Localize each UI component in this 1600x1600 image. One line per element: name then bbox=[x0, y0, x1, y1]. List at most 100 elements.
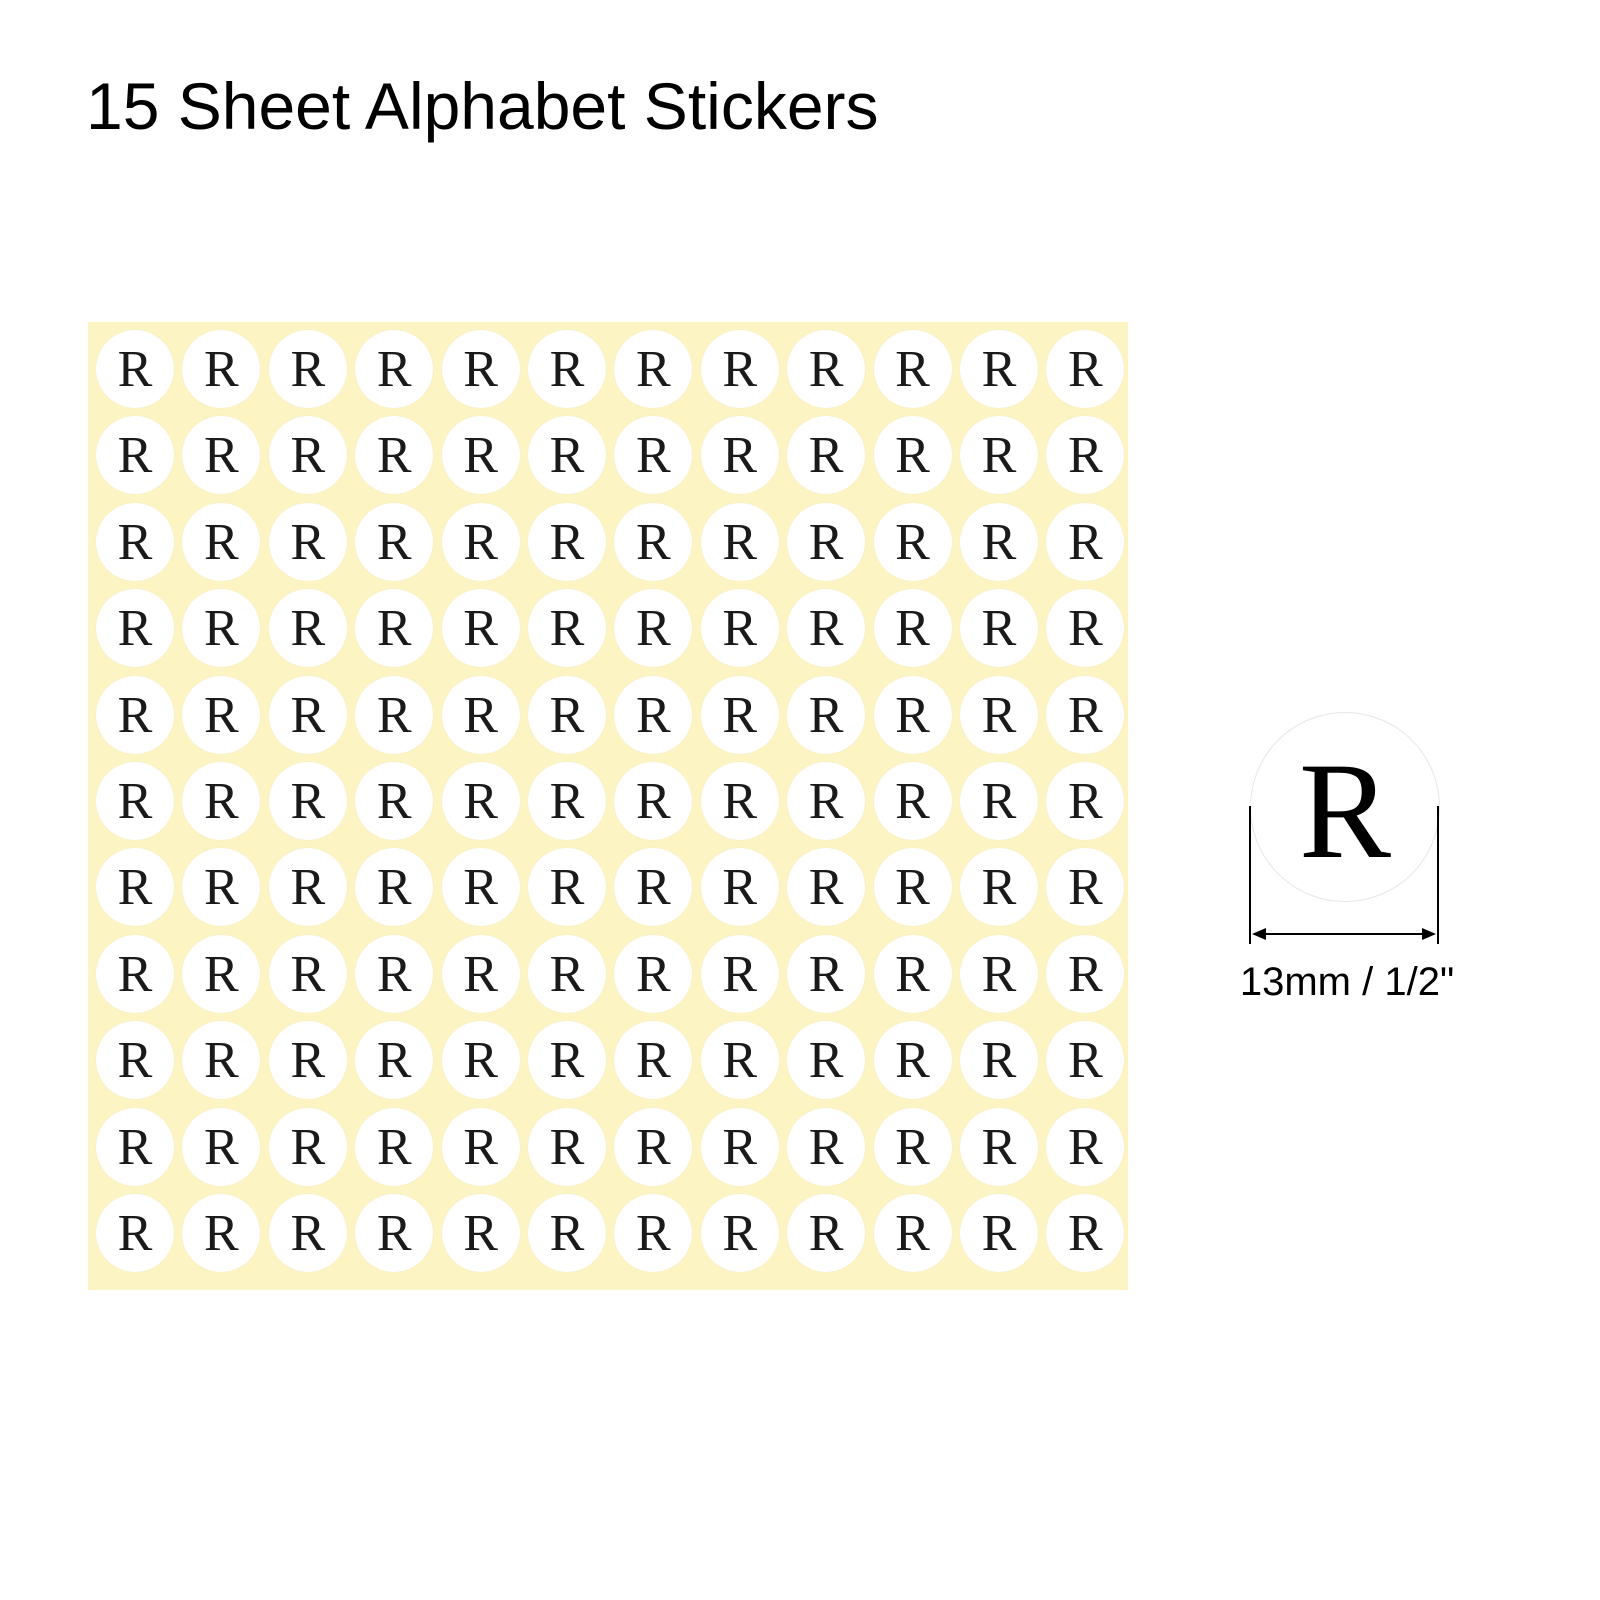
sticker-letter: R bbox=[722, 427, 758, 485]
sticker: R bbox=[268, 330, 347, 408]
sticker-letter: R bbox=[636, 945, 671, 1003]
sticker: R bbox=[441, 330, 520, 408]
sticker: R bbox=[355, 502, 434, 581]
sticker-letter: R bbox=[376, 686, 412, 744]
sticker-letter: R bbox=[981, 513, 1017, 571]
sticker: R bbox=[268, 1107, 347, 1186]
sticker-letter: R bbox=[636, 1118, 671, 1176]
sticker-letter: R bbox=[895, 859, 930, 917]
sticker: R bbox=[182, 589, 261, 668]
sticker: R bbox=[700, 848, 779, 927]
sticker-letter: R bbox=[981, 341, 1017, 398]
sticker: R bbox=[441, 934, 520, 1013]
sticker-letter: R bbox=[722, 859, 758, 917]
sticker-letter: R bbox=[636, 772, 671, 830]
sticker-letter: R bbox=[636, 1204, 671, 1262]
sticker-letter: R bbox=[1067, 859, 1103, 917]
sticker-letter: R bbox=[636, 513, 671, 571]
sticker-letter: R bbox=[636, 341, 671, 398]
sticker-letter: R bbox=[981, 945, 1017, 1003]
sticker-letter: R bbox=[204, 600, 239, 658]
sticker-letter: R bbox=[722, 772, 758, 830]
sticker: R bbox=[527, 589, 606, 668]
sticker-letter: R bbox=[981, 1204, 1017, 1262]
sticker: R bbox=[787, 934, 866, 1013]
sticker: R bbox=[787, 761, 866, 840]
sticker-letter: R bbox=[117, 341, 153, 398]
sticker-letter: R bbox=[808, 513, 844, 571]
sticker: R bbox=[787, 502, 866, 581]
sticker: R bbox=[268, 848, 347, 927]
sticker-letter: R bbox=[981, 686, 1017, 744]
sticker-letter: R bbox=[636, 686, 671, 744]
sticker: R bbox=[268, 761, 347, 840]
sticker-letter: R bbox=[117, 859, 153, 917]
sticker: R bbox=[96, 1021, 174, 1100]
sticker-letter: R bbox=[808, 1204, 844, 1262]
sticker: R bbox=[96, 848, 174, 927]
sticker: R bbox=[268, 502, 347, 581]
sticker-letter: R bbox=[895, 945, 930, 1003]
sticker-letter: R bbox=[290, 1032, 326, 1090]
sticker: R bbox=[355, 934, 434, 1013]
sticker-letter: R bbox=[981, 859, 1017, 917]
sticker: R bbox=[355, 1021, 434, 1100]
sticker: R bbox=[441, 1107, 520, 1186]
sticker-letter: R bbox=[204, 686, 239, 744]
sticker: R bbox=[182, 502, 261, 581]
sticker: R bbox=[700, 1193, 779, 1272]
sticker: R bbox=[959, 675, 1038, 754]
sticker: R bbox=[96, 416, 174, 495]
sticker-letter: R bbox=[463, 945, 498, 1003]
sticker-letter: R bbox=[636, 1032, 671, 1090]
sticker: R bbox=[182, 330, 261, 408]
sticker: R bbox=[441, 675, 520, 754]
sticker: R bbox=[268, 934, 347, 1013]
sticker: R bbox=[527, 330, 606, 408]
sticker: R bbox=[614, 675, 693, 754]
sticker: R bbox=[873, 1193, 952, 1272]
sticker-letter: R bbox=[117, 1118, 153, 1176]
sticker-letter: R bbox=[376, 341, 412, 398]
sticker-letter: R bbox=[722, 686, 758, 744]
sticker: R bbox=[614, 848, 693, 927]
sticker-letter: R bbox=[204, 1204, 239, 1262]
sticker: R bbox=[614, 1107, 693, 1186]
sticker-letter: R bbox=[290, 686, 326, 744]
sticker-letter: R bbox=[549, 341, 585, 398]
sticker: R bbox=[355, 416, 434, 495]
sticker: R bbox=[700, 589, 779, 668]
sticker-letter: R bbox=[1067, 1032, 1103, 1090]
sticker: R bbox=[787, 589, 866, 668]
sticker: R bbox=[182, 416, 261, 495]
sticker-letter: R bbox=[117, 945, 153, 1003]
sticker-letter: R bbox=[895, 341, 930, 398]
sticker: R bbox=[182, 761, 261, 840]
dimension-arrow-right bbox=[1422, 928, 1436, 940]
sticker-letter: R bbox=[204, 859, 239, 917]
sticker: R bbox=[527, 1193, 606, 1272]
sticker: R bbox=[268, 416, 347, 495]
sticker-letter: R bbox=[117, 686, 153, 744]
sticker-letter: R bbox=[981, 1032, 1017, 1090]
sticker-letter: R bbox=[549, 1032, 585, 1090]
sticker: R bbox=[268, 1021, 347, 1100]
sticker: R bbox=[873, 848, 952, 927]
sticker-letter: R bbox=[722, 1118, 758, 1176]
sticker: R bbox=[441, 589, 520, 668]
sticker: R bbox=[700, 1107, 779, 1186]
sticker-letter: R bbox=[1067, 513, 1103, 571]
sticker-detail-circle: R bbox=[1250, 712, 1440, 902]
sticker: R bbox=[614, 502, 693, 581]
sticker-letter: R bbox=[290, 945, 326, 1003]
sticker: R bbox=[182, 848, 261, 927]
sticker-letter: R bbox=[808, 945, 844, 1003]
sticker: R bbox=[96, 330, 174, 408]
sticker: R bbox=[787, 330, 866, 408]
sticker-letter: R bbox=[376, 1118, 412, 1176]
sticker: R bbox=[441, 502, 520, 581]
sticker: R bbox=[182, 675, 261, 754]
sticker-letter: R bbox=[117, 513, 153, 571]
sticker-letter: R bbox=[808, 772, 844, 830]
